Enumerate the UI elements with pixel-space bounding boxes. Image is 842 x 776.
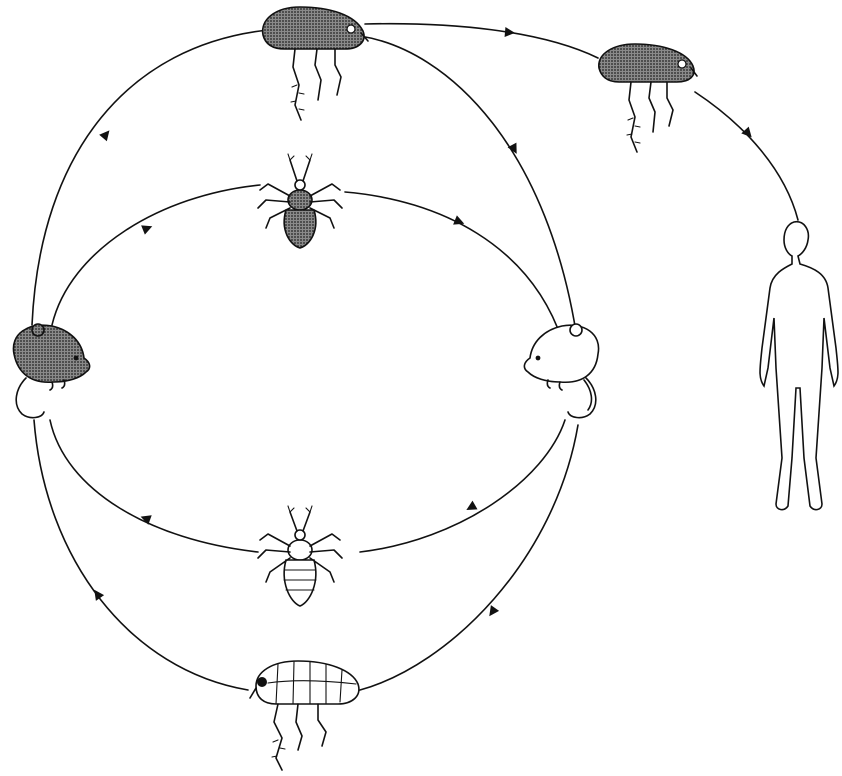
cycle-arcs	[32, 24, 798, 690]
arrow-icon	[141, 222, 154, 235]
top-right-arc	[365, 24, 598, 58]
human-figure-icon	[760, 222, 838, 510]
arrow-icon	[464, 501, 478, 515]
inner-lower-arc	[50, 420, 565, 552]
right-descending-arc	[695, 92, 798, 220]
arrow-icon	[505, 27, 516, 38]
arrow-icon	[741, 127, 755, 141]
arrowheads	[90, 27, 755, 619]
dark-louse-icon	[258, 154, 342, 248]
white-flea-icon	[250, 661, 359, 770]
dark-rat-icon	[13, 324, 89, 418]
arrow-icon	[99, 127, 113, 141]
white-rat-icon	[524, 324, 598, 418]
white-louse-icon	[258, 506, 342, 606]
dark-flea-icon	[599, 44, 697, 152]
dark-flea-icon	[263, 7, 368, 120]
